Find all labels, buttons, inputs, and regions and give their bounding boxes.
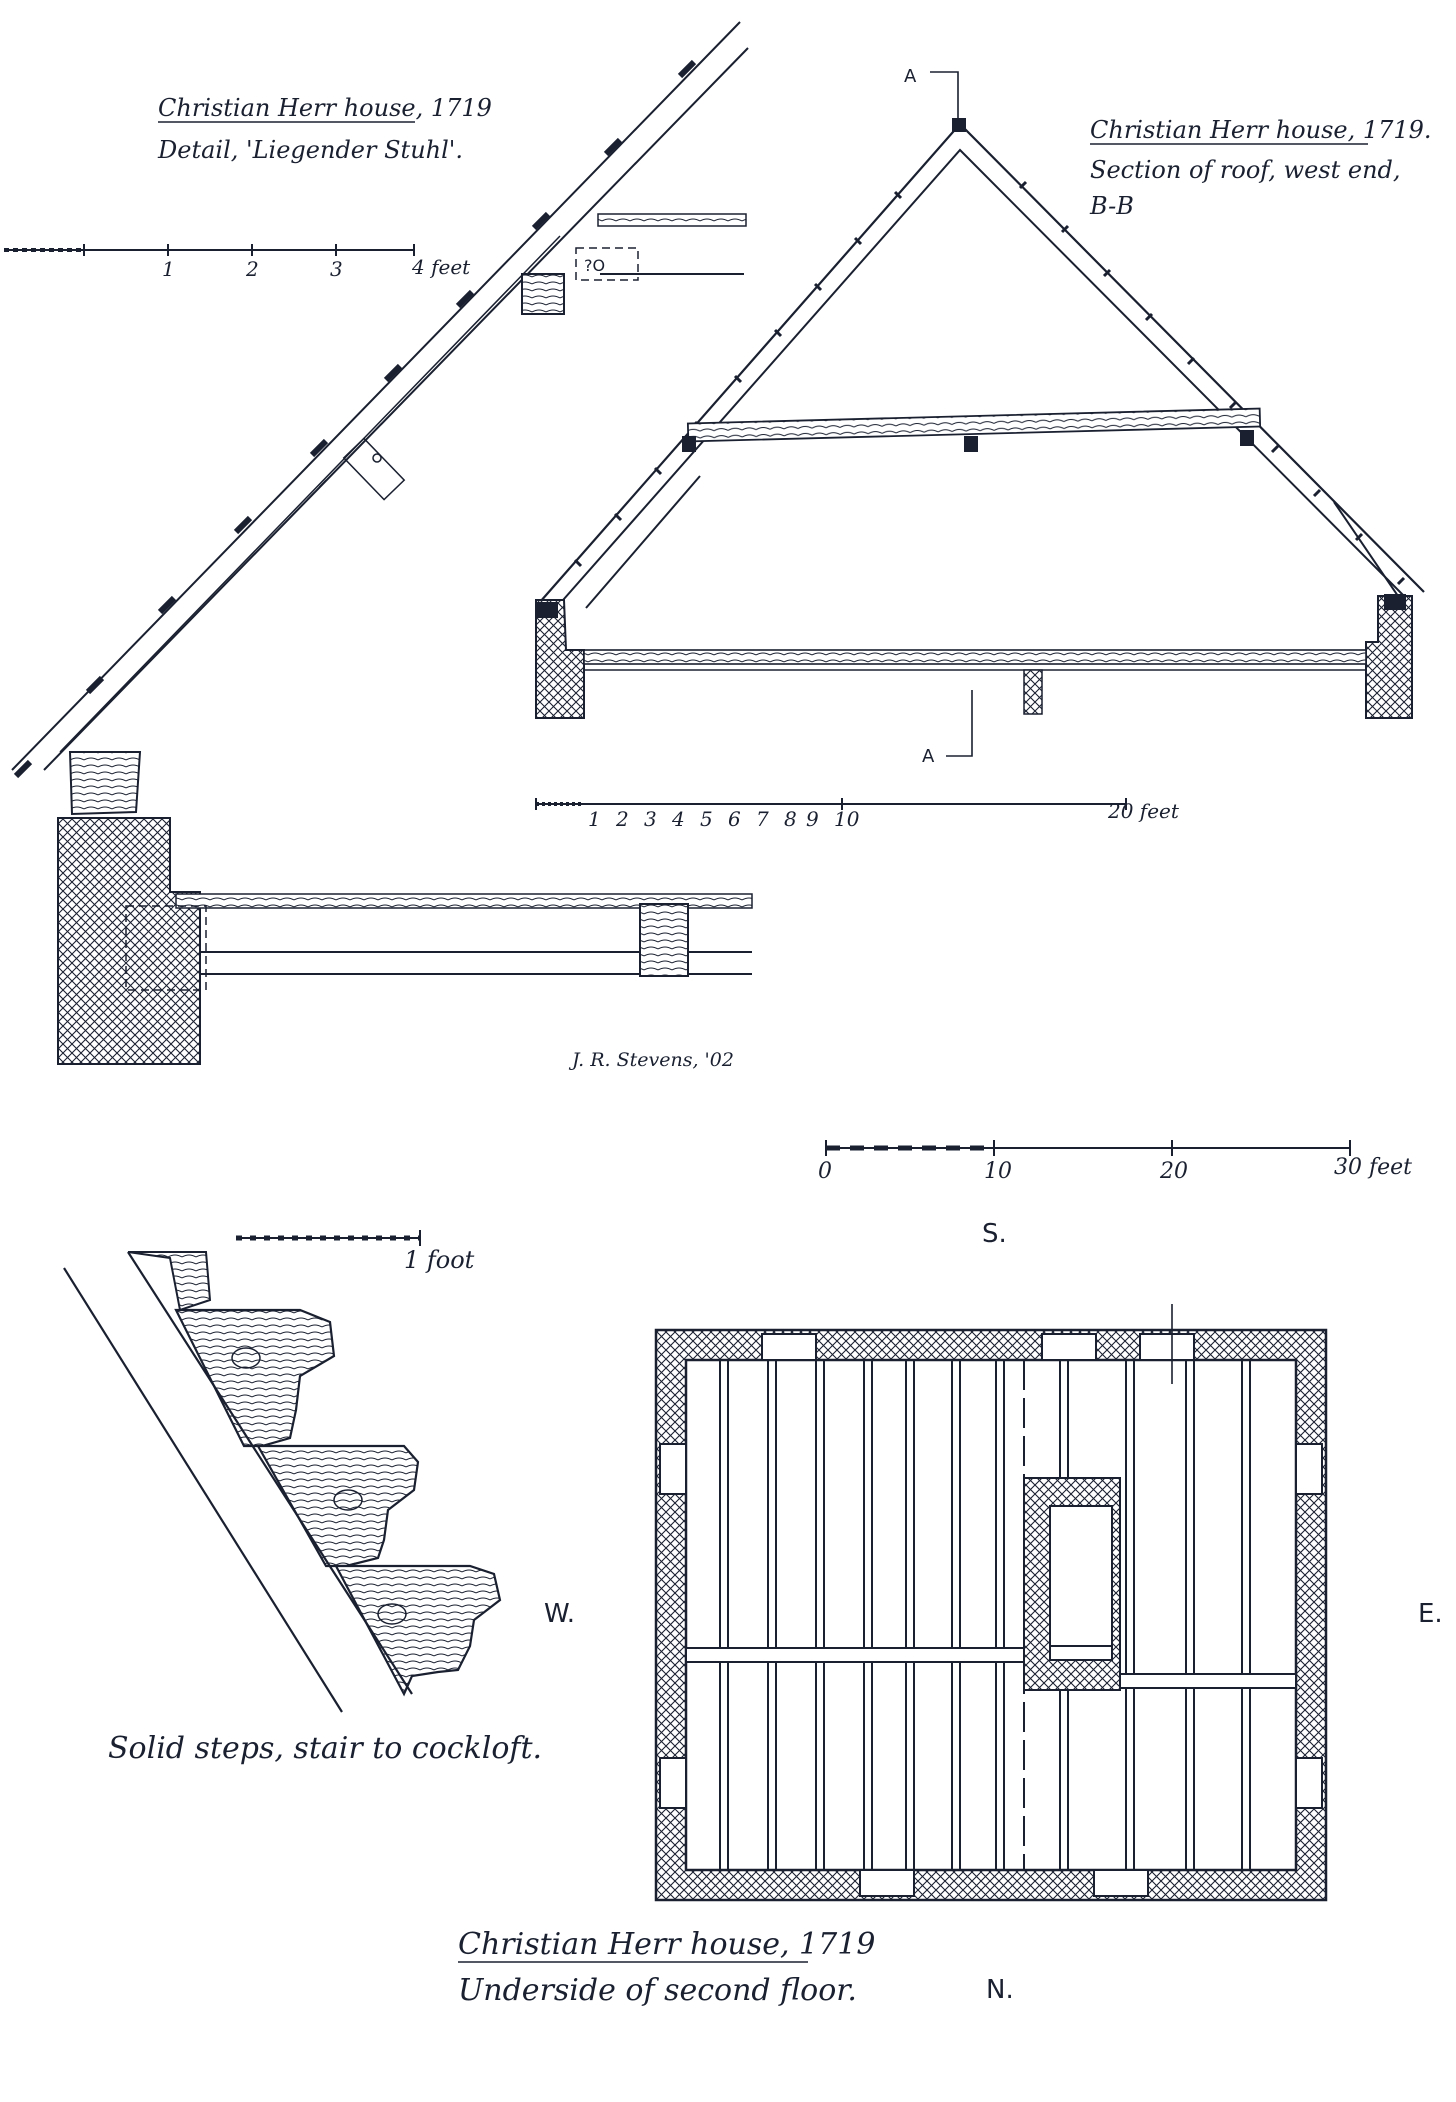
cut-label-top: A bbox=[904, 66, 917, 87]
stair-scale-label: 1 foot bbox=[404, 1246, 475, 1274]
plan-window bbox=[761, 1333, 817, 1361]
joist-section bbox=[639, 903, 689, 977]
purlin-right bbox=[1240, 430, 1254, 446]
stair-step-top bbox=[127, 1251, 212, 1312]
section-floor bbox=[583, 649, 1367, 665]
section-scale-tick: 9 bbox=[806, 807, 819, 831]
roof-inner bbox=[555, 148, 1409, 609]
plan-title: Christian Herr house, 1719 bbox=[458, 1927, 875, 1962]
cut-arrow-top bbox=[930, 71, 959, 120]
section-scale-tick: 10 bbox=[834, 807, 860, 831]
purlin-outline bbox=[575, 247, 639, 281]
section-joist bbox=[1023, 669, 1043, 715]
section-scale-tick: 1 bbox=[588, 807, 601, 831]
detail-title: Christian Herr house, 1719 bbox=[158, 94, 492, 122]
plan-window bbox=[659, 1443, 687, 1495]
stair-grain-knot bbox=[377, 1603, 407, 1625]
purlin-left bbox=[682, 436, 696, 452]
detail-drawing: Christian Herr house, 1719 Detail, 'Lieg… bbox=[4, 21, 753, 1065]
section-scale-tick: 4 bbox=[671, 807, 685, 831]
sill-outline bbox=[125, 905, 207, 991]
stair-grain-knot bbox=[231, 1347, 261, 1369]
section-scale-tick: 6 bbox=[728, 807, 741, 831]
plan-cross-beam-west bbox=[685, 1647, 1027, 1663]
section-line3: B-B bbox=[1089, 192, 1134, 220]
floor-plan: S. W. E. N. bbox=[458, 1219, 1443, 2008]
stair-step bbox=[256, 1444, 420, 1568]
stair-step bbox=[174, 1308, 336, 1448]
plate-right bbox=[1384, 594, 1406, 610]
plan-window bbox=[1139, 1333, 1195, 1361]
detail-subtitle: Detail, 'Liegender Stuhl'. bbox=[157, 136, 463, 164]
plan-scale-tick: 10 bbox=[984, 1159, 1012, 1184]
compass-south: S. bbox=[982, 1219, 1007, 1249]
stair-grain-knot bbox=[333, 1489, 363, 1511]
section-scale-tick: 8 bbox=[784, 807, 797, 831]
stair-detail: 1 foot Solid steps, stair to cockloft. bbox=[63, 1230, 542, 1766]
section-line2: Section of roof, west end, bbox=[1090, 156, 1401, 184]
masonry-wall bbox=[57, 817, 201, 1065]
plan-window bbox=[1295, 1443, 1323, 1495]
strut-lines bbox=[585, 475, 1399, 609]
stair-scale-bar bbox=[236, 1230, 421, 1246]
plan-floor-boards bbox=[719, 1360, 1251, 1870]
roof-slates bbox=[13, 59, 697, 779]
wall-plate bbox=[68, 751, 142, 816]
section-title: Christian Herr house, 1719. bbox=[1090, 116, 1432, 144]
roof-section: Christian Herr house, 1719. Section of r… bbox=[535, 66, 1432, 831]
section-scale-tick: 7 bbox=[756, 807, 769, 831]
detail-note: ?O bbox=[584, 256, 605, 275]
plan-subtitle: Underside of second floor. bbox=[458, 1973, 857, 2008]
detail-scale-tick: 1 bbox=[162, 257, 175, 281]
detail-rafter bbox=[11, 21, 749, 779]
plan-window bbox=[1093, 1869, 1149, 1897]
roof-outer bbox=[539, 122, 1425, 603]
section-scale-end: 20 feet bbox=[1107, 799, 1180, 823]
purlin-center bbox=[964, 436, 978, 452]
detail-scale-end: 4 feet bbox=[411, 255, 471, 279]
detail-scale-tick: 2 bbox=[245, 257, 259, 281]
plan-scale-bar: 0 10 20 30 feet bbox=[818, 1140, 1412, 1184]
plan-stair-opening bbox=[1049, 1505, 1113, 1647]
ridge bbox=[952, 118, 966, 132]
cut-arrow-bottom bbox=[946, 690, 973, 757]
section-scale-tick: 5 bbox=[700, 807, 713, 831]
plan-window bbox=[1041, 1333, 1097, 1361]
plan-scale-end: 30 feet bbox=[1334, 1155, 1412, 1180]
plan-window bbox=[859, 1869, 915, 1897]
stair-stringer-inner bbox=[127, 1251, 413, 1695]
plan-window bbox=[659, 1757, 687, 1809]
section-slates bbox=[573, 180, 1406, 586]
section-collar-beam bbox=[686, 407, 1262, 443]
section-scale-tick: 3 bbox=[644, 807, 657, 831]
stair-step bbox=[334, 1564, 502, 1697]
section-scale-bar bbox=[535, 798, 1127, 810]
plan-outer-wall bbox=[654, 1328, 1328, 1902]
compass-north: N. bbox=[986, 1975, 1014, 2005]
cut-label-bottom: A bbox=[922, 746, 935, 767]
stair-stringer-outer bbox=[63, 1267, 343, 1713]
compass-west: W. bbox=[544, 1599, 575, 1629]
detail-scale-bar: 1 2 3 4 feet bbox=[4, 244, 471, 281]
detail-scale-tick: 3 bbox=[330, 257, 343, 281]
purlin-end bbox=[521, 273, 565, 315]
compass-east: E. bbox=[1418, 1599, 1443, 1629]
floor-boards bbox=[175, 893, 753, 909]
section-scale-tick: 2 bbox=[615, 807, 629, 831]
section-wall-right bbox=[1365, 595, 1413, 719]
collar-beam bbox=[597, 213, 747, 227]
plate-left bbox=[536, 602, 558, 618]
plan-cross-beam-east bbox=[1119, 1673, 1297, 1689]
plan-scale-tick: 20 bbox=[1159, 1159, 1188, 1184]
stair-caption: Solid steps, stair to cockloft. bbox=[108, 1731, 542, 1766]
signature: J. R. Stevens, '02 bbox=[568, 1049, 734, 1071]
plan-scale-tick: 0 bbox=[818, 1159, 832, 1184]
plan-window bbox=[1295, 1757, 1323, 1809]
